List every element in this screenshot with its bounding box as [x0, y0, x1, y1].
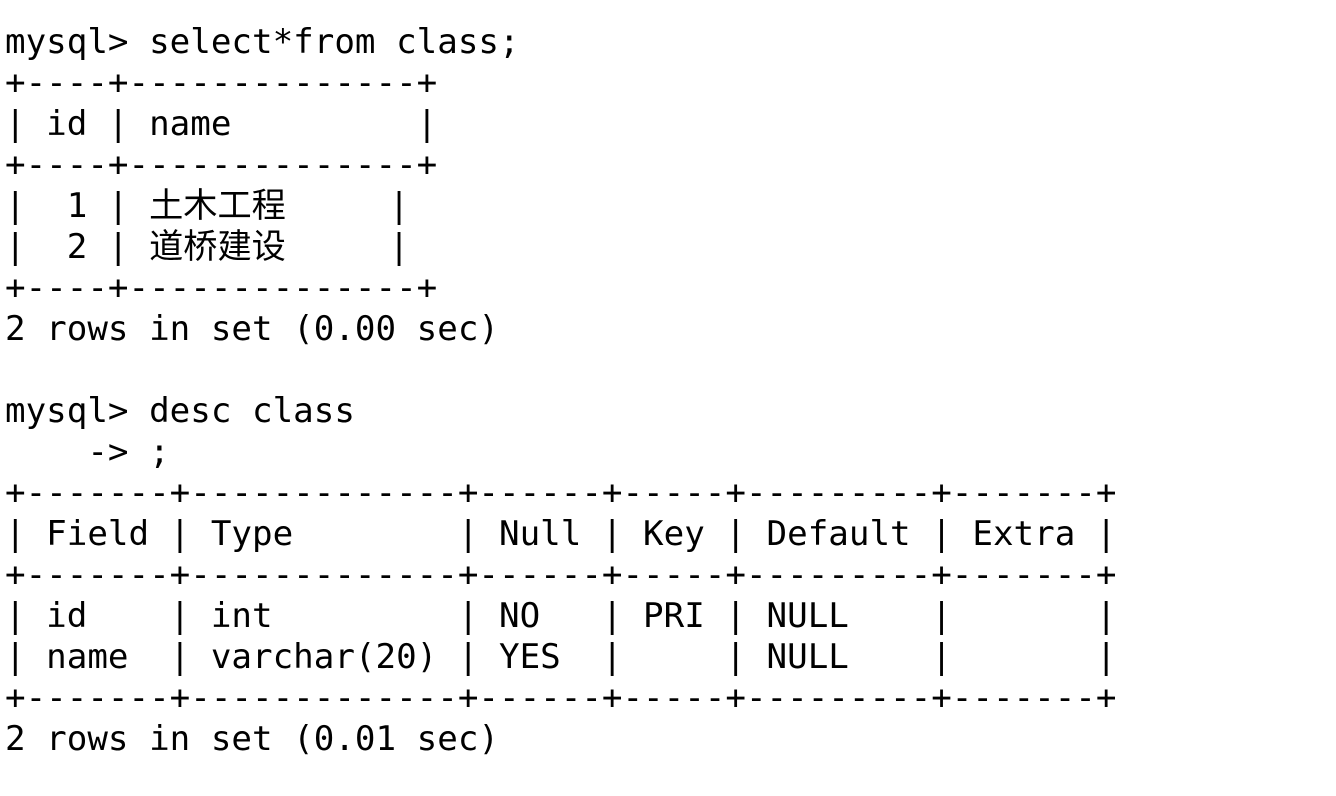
table-row: | 2 | 道桥建设 | — [5, 227, 410, 267]
command-continuation: -> ; — [5, 432, 170, 472]
table-header-row: | Field | Type | Null | Key | Default | … — [5, 514, 1117, 554]
table-row: | id | int | NO | PRI | NULL | | — [5, 596, 1117, 636]
table-border: +-------+-------------+------+-----+----… — [5, 473, 1117, 513]
table-border: +----+--------------+ — [5, 268, 438, 308]
table-row: | name | varchar(20) | YES | | NULL | | — [5, 637, 1117, 677]
table-row: | 1 | 土木工程 | — [5, 186, 410, 226]
table-border: +----+--------------+ — [5, 145, 438, 185]
command-line-select: mysql> select*from class; — [5, 22, 520, 62]
table-border: +----+--------------+ — [5, 63, 438, 103]
blank-line — [5, 350, 1336, 391]
result-summary: 2 rows in set (0.00 sec) — [5, 309, 499, 349]
table-border: +-------+-------------+------+-----+----… — [5, 555, 1117, 595]
command-line-desc: mysql> desc class — [5, 391, 355, 431]
result-summary: 2 rows in set (0.01 sec) — [5, 719, 499, 759]
table-header-row: | id | name | — [5, 104, 438, 144]
table-border: +-------+-------------+------+-----+----… — [5, 678, 1117, 718]
